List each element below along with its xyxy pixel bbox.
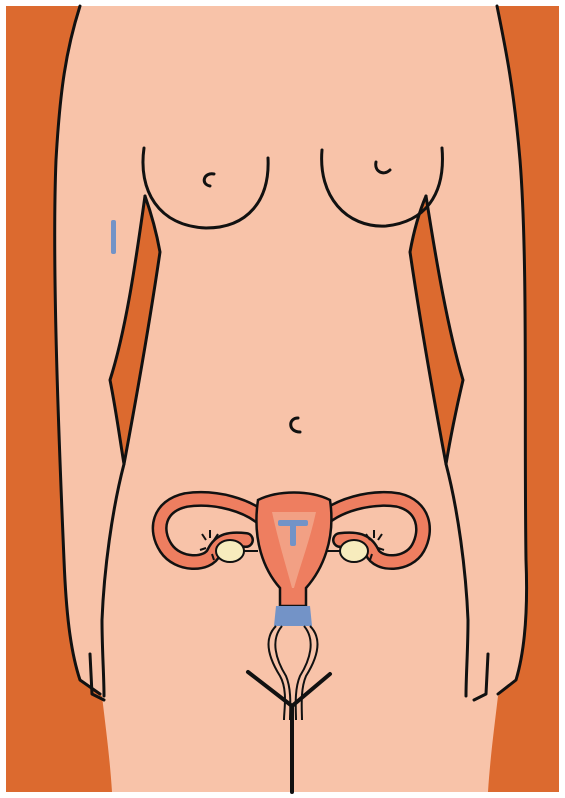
right-ovary	[340, 540, 368, 562]
left-ovary	[216, 540, 244, 562]
implant-rod-icon	[111, 220, 116, 254]
cervical-cap-icon	[274, 606, 312, 626]
